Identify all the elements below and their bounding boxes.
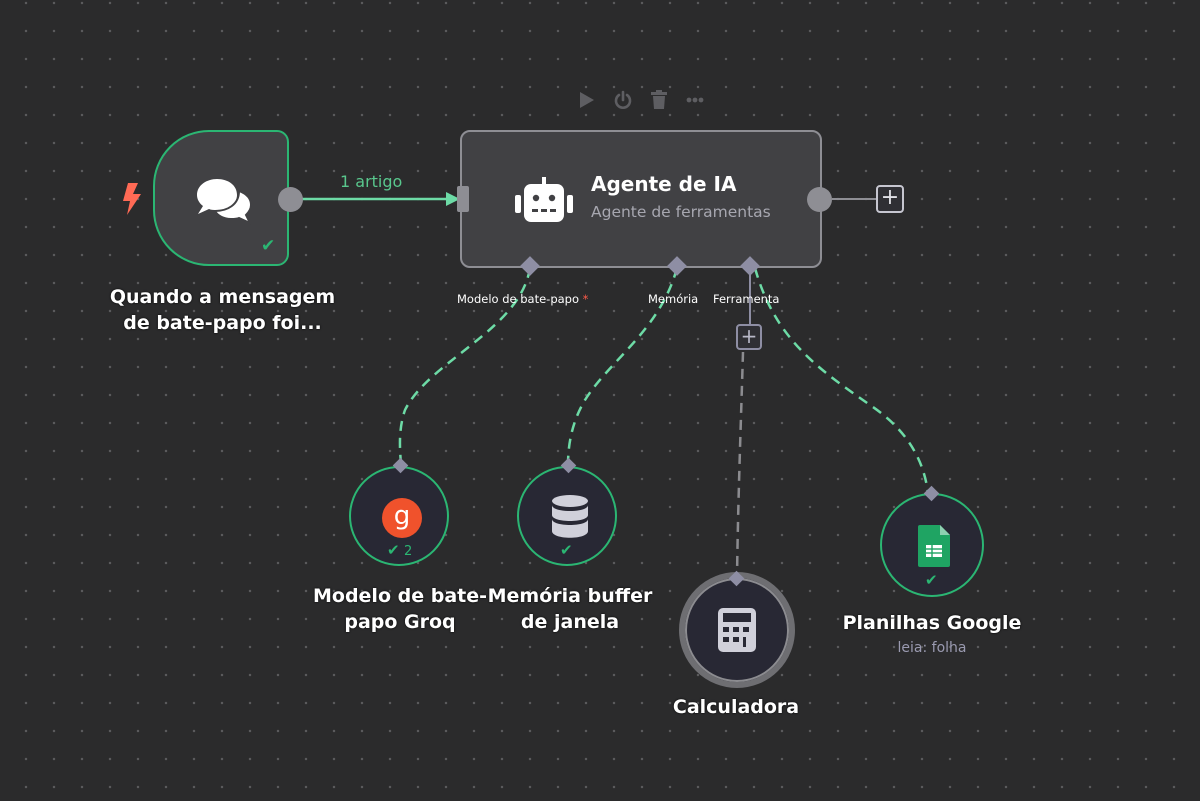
agent-subtitle: Agente de ferramentas: [591, 203, 771, 221]
tool-port-label: Ferramenta: [713, 292, 780, 306]
memory-node-label: Memória buffer de janela: [487, 585, 653, 633]
sheets-node-label: Planilhas Google: [842, 612, 1022, 634]
required-marker: *: [582, 292, 589, 306]
trash-icon[interactable]: [651, 90, 667, 110]
google-sheets-node[interactable]: ✔: [880, 493, 984, 597]
add-output-node-button[interactable]: +: [876, 185, 904, 213]
agent-input-port[interactable]: [457, 186, 469, 212]
trigger-output-port[interactable]: [278, 187, 303, 212]
agent-output-port[interactable]: [807, 187, 832, 212]
connection-item-count: 1 artigo: [340, 172, 403, 191]
calculator-connection[interactable]: [735, 351, 745, 579]
success-check-icon: ✔: [261, 236, 276, 256]
memory-port-label: Memória: [648, 292, 699, 306]
calculator-node-label: Calculadora: [672, 696, 800, 718]
google-sheets-icon: [918, 525, 950, 567]
power-icon[interactable]: [613, 90, 633, 110]
groq-chat-model-node[interactable]: g ✔ 2: [349, 466, 449, 566]
node-toolbar: [576, 89, 706, 111]
model-port-label: Modelo de bate-papo *: [457, 292, 588, 306]
calculator-icon: [718, 608, 756, 652]
groq-node-label: Modelo de bate- papo Groq: [312, 585, 487, 633]
success-check-icon: ✔: [560, 541, 573, 559]
success-check-icon: ✔: [387, 541, 400, 559]
chat-trigger-node[interactable]: ✔: [153, 130, 289, 266]
database-icon: [552, 495, 588, 538]
agent-title: Agente de IA: [591, 172, 737, 196]
model-port-text: Modelo de bate-papo: [457, 292, 580, 306]
more-icon[interactable]: [686, 97, 704, 103]
trigger-bolt-icon: [123, 183, 141, 215]
groq-icon: g: [382, 498, 422, 538]
sheets-node-subtitle: leia: folha: [897, 640, 967, 656]
window-buffer-memory-node[interactable]: ✔: [517, 466, 617, 566]
play-icon[interactable]: [579, 91, 595, 109]
run-count: 2: [404, 544, 413, 559]
robot-icon: [515, 177, 573, 222]
sheets-connection[interactable]: [753, 267, 930, 494]
add-tool-button[interactable]: +: [736, 324, 762, 350]
trigger-node-label: Quando a mensagem de bate-papo foi...: [109, 286, 336, 334]
calculator-node[interactable]: [679, 572, 795, 688]
chat-bubbles-icon: [197, 179, 253, 225]
success-check-icon: ✔: [925, 571, 938, 589]
